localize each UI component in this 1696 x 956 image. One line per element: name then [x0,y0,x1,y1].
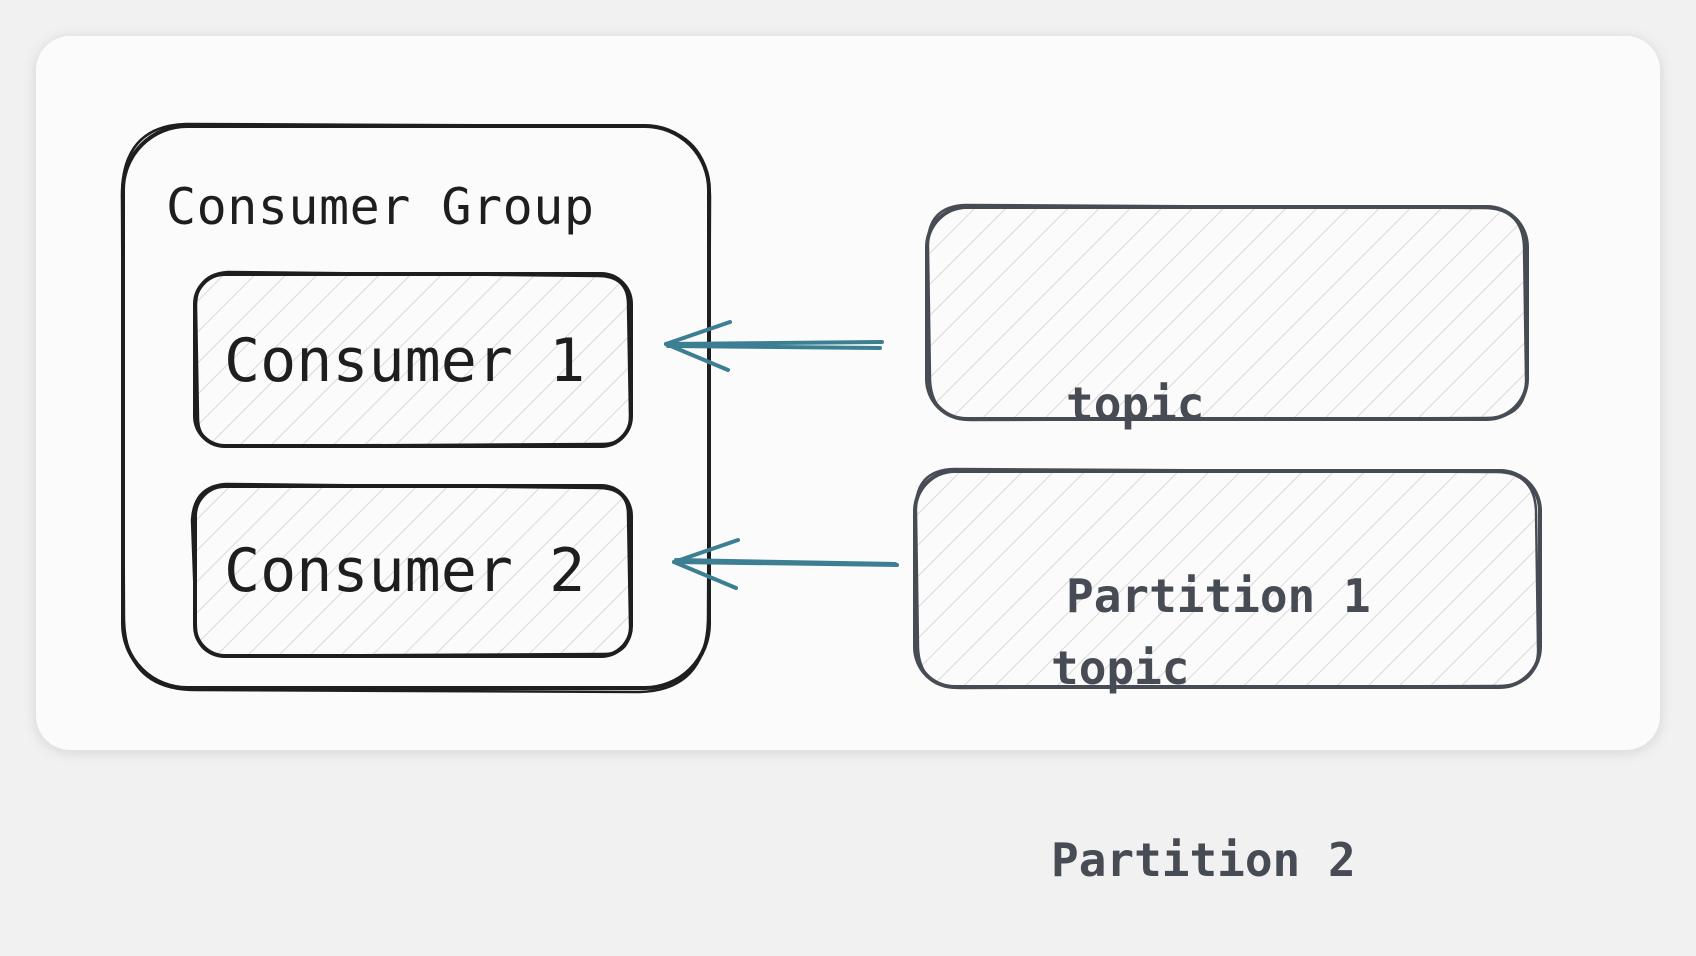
consumer-group-title: Consumer Group [166,178,595,236]
consumer-2-box [190,482,633,658]
consumer-2-label: Consumer 2 [224,536,586,606]
consumer-1-box [193,270,633,448]
partition-1-name-text: Partition 1 [1066,569,1371,623]
partition-1-topic-text: topic [1066,377,1205,431]
partition-2-topic-text: topic [1051,641,1190,695]
consumer-1-label: Consumer 1 [224,326,586,396]
consumer-group-box [120,122,712,694]
partition-1-label: topic Partition 1 [1066,244,1371,692]
partition-2-label: topic Partition 2 [1051,508,1356,956]
partition-2-name-text: Partition 2 [1051,833,1356,887]
partition-1-box [925,203,1529,422]
partition-2-box [913,467,1542,690]
arrow-partition-1-to-consumer-1 [664,320,884,372]
arrow-partition-2-to-consumer-2 [672,538,899,590]
diagram-svg [120,122,1542,694]
